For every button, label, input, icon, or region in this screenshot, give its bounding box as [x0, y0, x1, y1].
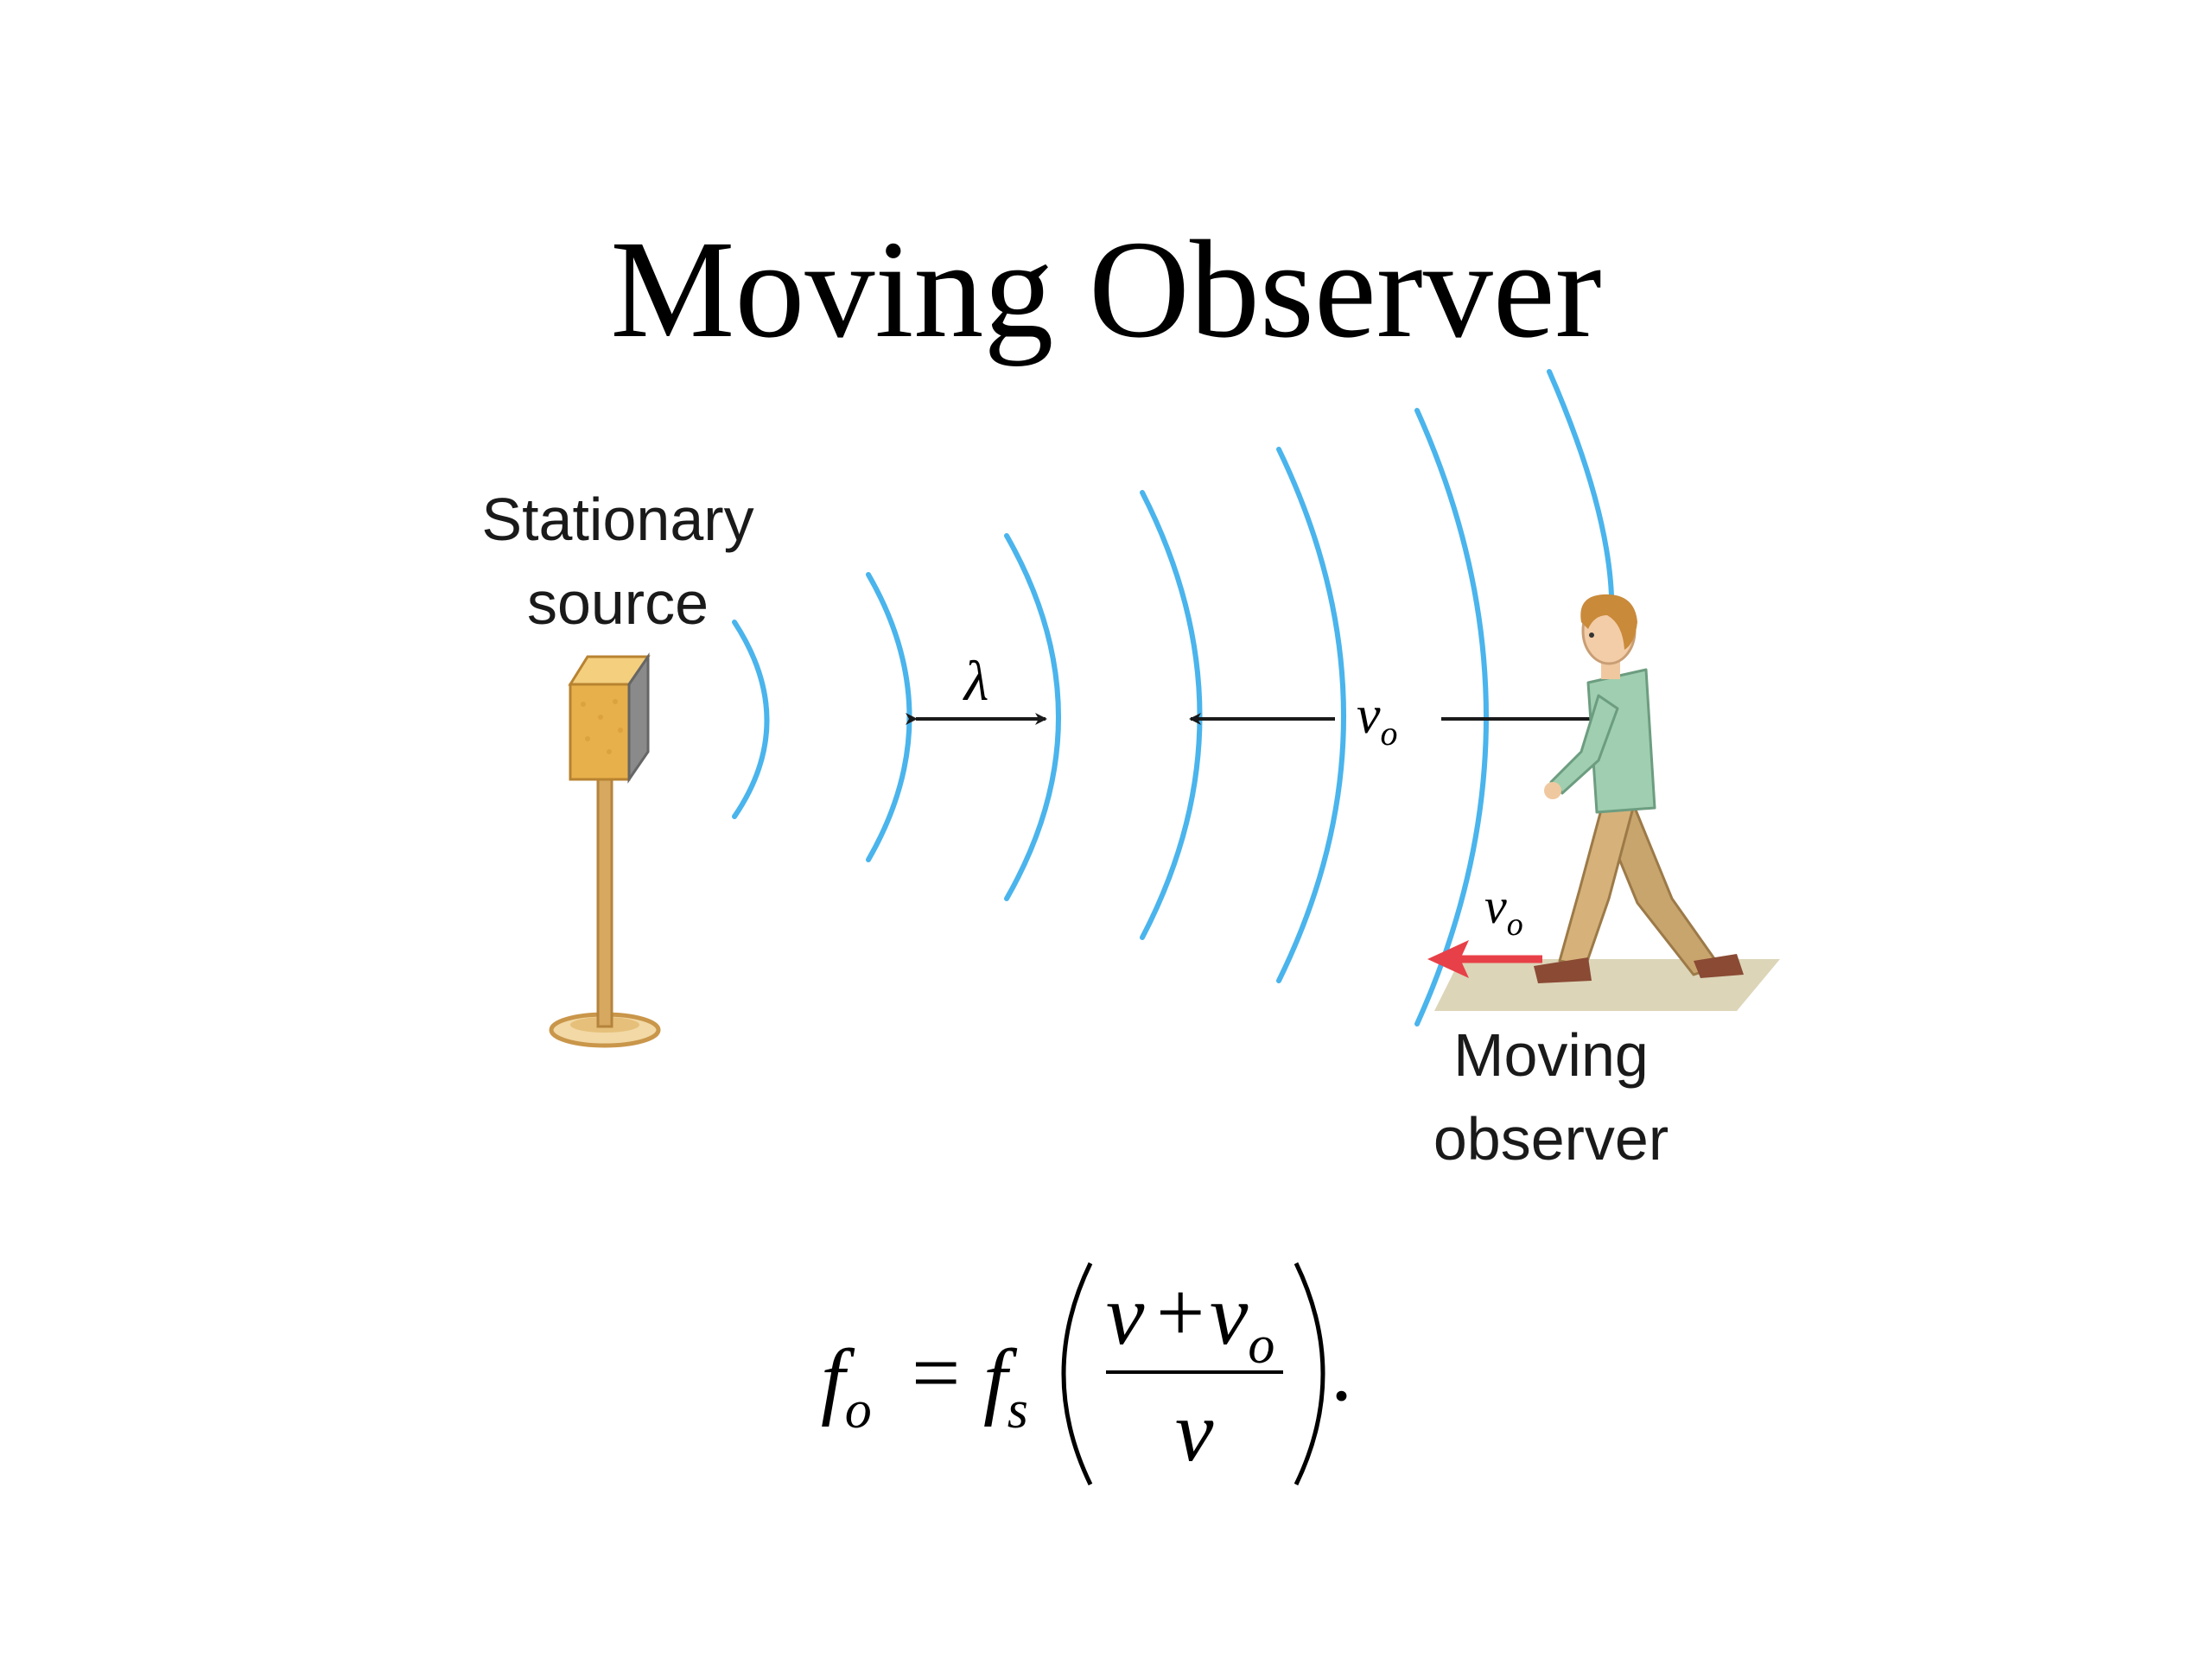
observer-label-line1: Moving [1453, 1021, 1649, 1089]
equation-lhs-sub: o [845, 1381, 872, 1440]
source-label-line1: Stationary [481, 486, 753, 553]
wavefront-5 [1276, 447, 1346, 983]
equation-num-v: v [1106, 1267, 1145, 1363]
source-label-line2: source [527, 569, 709, 637]
wavefront-1 [732, 620, 770, 819]
equation-factor-sub: s [1007, 1381, 1028, 1440]
wavefronts [732, 369, 1615, 1027]
speaker-icon [549, 652, 661, 1048]
equation-num-plus: + [1156, 1264, 1205, 1360]
svg-text:v: v [1106, 1267, 1145, 1363]
wavelength-arrow: λ [906, 650, 1047, 725]
wavefront-2 [866, 572, 912, 862]
equation-right-paren [1294, 1262, 1325, 1486]
slide-title: Moving Observer [610, 213, 1602, 367]
equation-equals: = [912, 1325, 960, 1421]
observer-velocity-subscript: o [1507, 906, 1523, 943]
observer-velocity-arrow: vo [1427, 878, 1542, 978]
svg-text:vo: vo [1210, 1267, 1274, 1375]
observer-velocity-symbol: v [1484, 878, 1507, 934]
doppler-equation: fo = fs v + vo v . [821, 1262, 1352, 1486]
equation-num-v2: v [1210, 1267, 1249, 1363]
relative-speed-subscript: o [1381, 714, 1398, 753]
equation-num-v2-sub: o [1248, 1316, 1274, 1375]
relative-speed-arrow: vo [1189, 686, 1607, 753]
walking-person-icon [1534, 594, 1744, 983]
svg-text:fo: fo [821, 1332, 872, 1440]
svg-text:vo: vo [1484, 878, 1523, 943]
svg-text:fs: fs [983, 1332, 1028, 1440]
wavefront-4 [1140, 490, 1203, 940]
observer-label-line2: observer [1433, 1105, 1669, 1173]
wavelength-symbol: λ [963, 650, 989, 713]
svg-text:vo: vo [1357, 686, 1398, 753]
equation-trailing: . [1331, 1323, 1352, 1419]
equation-left-paren [1061, 1262, 1093, 1486]
equation-den-v: v [1175, 1383, 1214, 1479]
wavefront-3 [1004, 533, 1061, 901]
relative-speed-symbol: v [1357, 686, 1381, 745]
